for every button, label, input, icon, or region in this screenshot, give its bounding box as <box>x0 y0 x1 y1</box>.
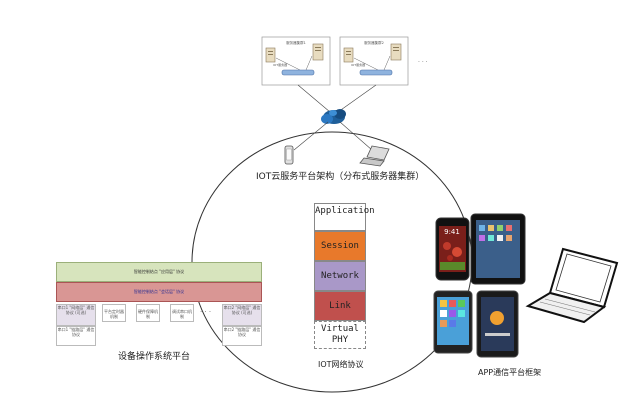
timer-label: 平台定时器机制 <box>104 309 124 319</box>
layer-link-label: Link <box>329 301 351 311</box>
session-layer-label: 智能控制结点 "会话层" 协议 <box>133 289 185 294</box>
svg-text:IOT服务器: IOT服务器 <box>273 62 287 67</box>
network-switch-icon <box>281 69 315 76</box>
platform-ellipsis: · · · <box>200 308 212 316</box>
layer-network-label: Network <box>321 271 359 281</box>
serial1-link-box: 串口1 "链路层" 通信协议 <box>56 326 96 346</box>
serial2-network-label: 串口2 "网络层" 通信协议 (可选) <box>223 305 261 315</box>
cloud-platform-caption: IOT云服务平台架构（分布式服务器集群） <box>256 172 425 182</box>
app-platform-caption: APP通信平台框架 <box>478 368 542 377</box>
server-cluster-1: 服务器集群1 IOT服务器 <box>261 36 331 86</box>
hardware-box: 硬件保障机制 <box>136 304 160 322</box>
serial2-link-box: 串口2 "链路层" 通信协议 <box>222 326 262 346</box>
device-platform-caption: 设备操作系统平台 <box>118 352 191 362</box>
network-switch-icon <box>359 69 393 76</box>
laptop-icon <box>359 145 390 167</box>
cluster-1-label: 服务器集群1 <box>286 40 306 45</box>
hardware-label: 硬件保障机制 <box>138 309 158 319</box>
device-platform: 智能控制结点 "应用层" 协议 智能控制结点 "会话层" 协议 串口1 "网络层… <box>56 262 262 346</box>
debug-serial-box: 调试串口机制 <box>170 304 194 322</box>
serial2-network-box: 串口2 "网络层" 通信协议 (可选) <box>222 304 262 326</box>
mobile-phone-icon <box>284 145 294 165</box>
layer-virtual-phy: Virtual PHY <box>314 321 366 349</box>
cloud-icon <box>321 109 346 124</box>
laptop-computer-icon <box>525 247 619 324</box>
layer-session: Session <box>314 231 366 261</box>
serial1-network-label: 串口1 "网络层" 通信协议 (可选) <box>57 305 95 315</box>
svg-text:IOT服务器: IOT服务器 <box>351 62 365 67</box>
server-icon <box>390 43 402 61</box>
debug-serial-label: 调试串口机制 <box>172 309 192 319</box>
tablet-icon <box>470 213 526 285</box>
cluster-ellipsis: · · · <box>418 59 428 66</box>
layer-application: Application <box>314 203 375 231</box>
server-icon <box>312 43 324 61</box>
layer-network: Network <box>314 261 366 291</box>
serial1-network-box: 串口1 "网络层" 通信协议 (可选) <box>56 304 96 326</box>
android-tablet-icon <box>476 290 519 358</box>
protocol-stack: Application Session Network Link Virtual… <box>314 203 375 349</box>
application-layer-label: 智能控制结点 "应用层" 协议 <box>133 269 185 274</box>
layer-application-label: Application <box>315 206 375 216</box>
server-cluster-2: 服务器集群2 IOT服务器 <box>339 36 409 86</box>
cluster-2-label: 服务器集群2 <box>364 40 384 45</box>
smartphone-icon <box>435 217 470 281</box>
phone-clock: 9:41 <box>444 228 460 236</box>
protocol-caption: IOT网络协议 <box>318 360 364 369</box>
android-phone-icon <box>433 290 473 354</box>
session-layer-band: 智能控制结点 "会话层" 协议 <box>56 282 262 302</box>
timer-box: 平台定时器机制 <box>102 304 126 322</box>
serial1-link-label: 串口1 "链路层" 通信协议 <box>57 327 95 337</box>
layer-session-label: Session <box>321 241 359 251</box>
serial2-link-label: 串口2 "链路层" 通信协议 <box>223 327 261 337</box>
layer-virtual-phy-label: Virtual PHY <box>321 324 359 345</box>
server-icon <box>265 47 276 63</box>
layer-link: Link <box>314 291 366 321</box>
server-icon <box>343 47 354 63</box>
application-layer-band: 智能控制结点 "应用层" 协议 <box>56 262 262 282</box>
